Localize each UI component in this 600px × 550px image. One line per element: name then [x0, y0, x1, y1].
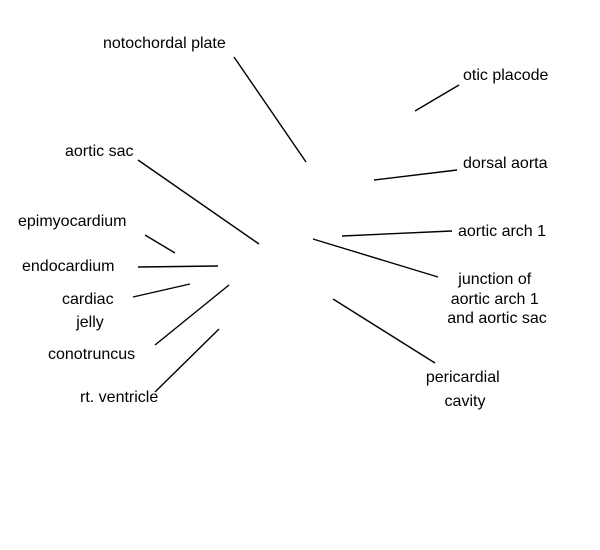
label-endocardium: endocardium: [22, 258, 115, 275]
leader-dorsal-aorta: [373, 169, 458, 181]
label-notochordal-plate: notochordal plate: [103, 35, 226, 52]
label-conotruncus: conotruncus: [48, 346, 135, 363]
leader-rt-ventricle: [154, 328, 220, 393]
label-rt-ventricle: rt. ventricle: [80, 389, 158, 406]
leader-endocardium: [137, 265, 219, 268]
label-aortic-sac: aortic sac: [65, 143, 133, 160]
leader-conotruncus: [154, 284, 230, 346]
label-otic-placode: otic placode: [463, 67, 548, 84]
labels: notochordal plate otic placode aortic sa…: [18, 35, 548, 410]
label-cardiac-jelly: cardiac jelly: [62, 291, 118, 331]
label-epimyocardium: epimyocardium: [18, 213, 126, 230]
label-aortic-arch-1: aortic arch 1: [458, 223, 546, 240]
leader-notochordal-plate: [233, 56, 307, 163]
label-junction: junction of aortic arch 1 and aortic sac: [447, 271, 547, 327]
leader-aortic-arch-1: [341, 230, 453, 237]
leader-lines: [132, 56, 460, 393]
leader-pericardial-cavity: [332, 298, 436, 364]
leader-otic-placode: [414, 84, 460, 112]
leader-junction: [312, 238, 439, 278]
leader-cardiac-jelly: [132, 283, 191, 298]
leader-aortic-sac: [137, 159, 260, 245]
label-pericardial-cavity: pericardial cavity: [426, 369, 504, 410]
label-dorsal-aorta: dorsal aorta: [463, 155, 548, 172]
leader-epimyocardium: [144, 234, 176, 254]
